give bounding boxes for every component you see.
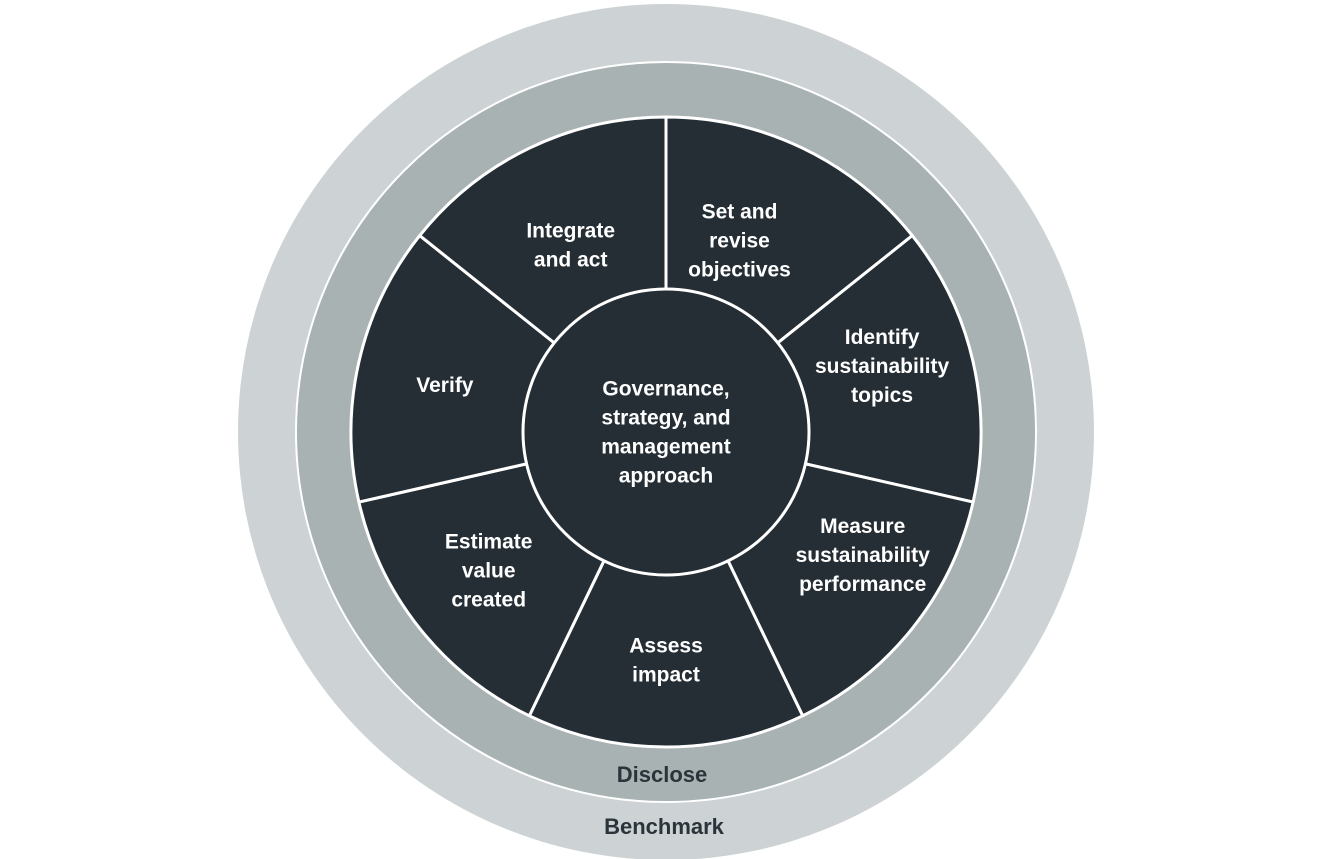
- segment-label-identify-sustainability-topics: Identify sustainability topics: [815, 326, 950, 407]
- segment-label-estimate-value-created: Estimate value created: [445, 531, 533, 612]
- center-hub: [521, 287, 811, 577]
- segment-label-line: Assess: [629, 635, 703, 658]
- segment-label-line: impact: [632, 664, 700, 687]
- segment-label-assess-impact: Assess impact: [629, 635, 703, 687]
- segment-assess-impact: [527, 430, 805, 749]
- segment-label-line: objectives: [688, 259, 791, 282]
- disclose-label: Disclose: [617, 762, 708, 787]
- center-label-text: Governance, strategy, and management approa…: [601, 378, 731, 488]
- segment-label-line: sustainability: [815, 355, 950, 378]
- segment-label-line: topics: [851, 384, 913, 407]
- segment-label-line: revise: [709, 230, 770, 253]
- segment-label-line: Verify: [416, 374, 474, 397]
- center-label-line: Governance,: [602, 378, 729, 401]
- segment-label-line: Integrate: [526, 219, 615, 242]
- segment-label-line: sustainability: [796, 544, 931, 567]
- segment-label-line: performance: [799, 573, 926, 596]
- benchmark-label: Benchmark: [604, 814, 725, 839]
- segment-label-set-revise-objectives: Set and revise objectives: [688, 201, 791, 282]
- center-label-line: strategy, and: [601, 407, 730, 430]
- segment-label-line: created: [451, 589, 526, 612]
- segment-label-measure-sustainability-performance: Measure sustainability performance: [796, 515, 931, 596]
- segment-label-verify: Verify: [416, 374, 474, 397]
- segment-label-line: Measure: [820, 515, 905, 538]
- center-label-line: approach: [619, 465, 714, 488]
- center-label-line: management: [601, 436, 731, 459]
- segment-label-line: value: [462, 560, 516, 583]
- segment-label-line: and act: [534, 248, 608, 271]
- segment-label-line: Set and: [702, 201, 778, 224]
- segment-label-integrate-and-act: Integrate and act: [526, 219, 615, 271]
- segment-label-line: Identify: [845, 326, 920, 349]
- center-label: Governance, strategy, and management approa…: [601, 378, 731, 488]
- segment-label-line: Estimate: [445, 531, 533, 554]
